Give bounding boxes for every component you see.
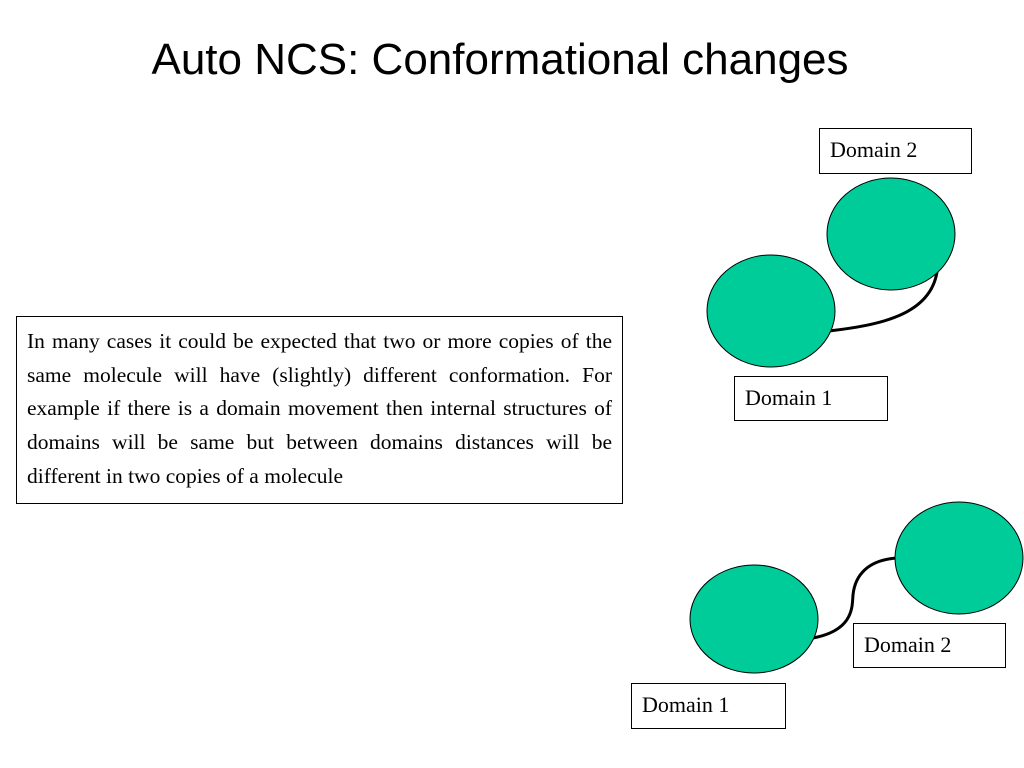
lower-linker <box>812 556 898 640</box>
lower-domain-2-label: Domain 2 <box>853 623 1006 668</box>
lower-domain-1-circle <box>689 564 819 674</box>
upper-domain-2-label: Domain 2 <box>819 128 972 174</box>
upper-domain-2-circle <box>826 177 956 291</box>
upper-linker <box>828 271 939 333</box>
upper-domain-1-label: Domain 1 <box>734 376 888 421</box>
lower-domain-1-label: Domain 1 <box>631 683 786 729</box>
description-textbox: In many cases it could be expected that … <box>16 316 623 504</box>
slide-title: Auto NCS: Conformational changes <box>151 35 849 84</box>
lower-domain-2-circle <box>894 501 1024 615</box>
upper-domain-1-circle <box>706 254 836 368</box>
